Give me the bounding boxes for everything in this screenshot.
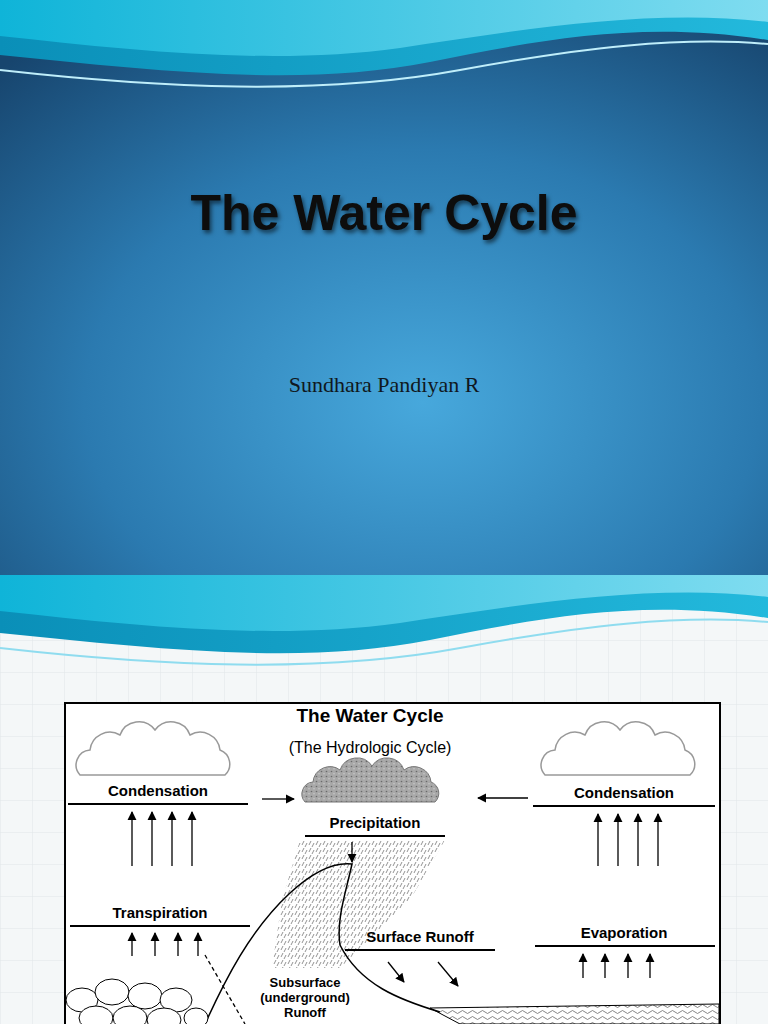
slide-title: The Water Cycle [34, 186, 734, 241]
subsurface-path [205, 955, 245, 1024]
diagram-heading: The Water Cycle [220, 705, 520, 728]
process-label: Condensation [534, 784, 714, 802]
label-bar [70, 925, 250, 927]
wave-line [0, 42, 768, 87]
label-bar [533, 805, 715, 807]
label-bar [345, 949, 495, 951]
label-bar [68, 803, 248, 805]
process-label: Surface Runoff [345, 928, 495, 946]
label-bar [305, 835, 445, 837]
process-label: Condensation [68, 782, 248, 800]
wave-line [0, 620, 768, 665]
vegetation [66, 979, 208, 1024]
author-name: Sundhara Pandiyan R [184, 372, 584, 398]
process-label: Precipitation [305, 814, 445, 832]
label-bar [535, 945, 715, 947]
diagram-frame [65, 703, 720, 1024]
cloud [541, 722, 695, 775]
cloud [76, 722, 230, 775]
rain-cloud [302, 758, 439, 802]
rain-area [272, 840, 445, 968]
process-label: Transpiration [70, 904, 250, 922]
wave-band [0, 575, 768, 631]
process-label: Evaporation [534, 924, 714, 942]
wave-band [0, 575, 768, 653]
process-label: Subsurface (underground) Runoff [249, 976, 361, 1021]
runoff-arrows [388, 962, 458, 986]
diagram-subheading: (The Hydrologic Cycle) [220, 738, 520, 757]
evaporation-arrows [583, 954, 650, 978]
wave-band [0, 0, 768, 75]
transpiration-arrows [132, 933, 198, 956]
water-body [430, 1004, 719, 1024]
slide-background [0, 0, 768, 575]
rain-arrow [351, 842, 352, 862]
wave-band [0, 0, 768, 56]
